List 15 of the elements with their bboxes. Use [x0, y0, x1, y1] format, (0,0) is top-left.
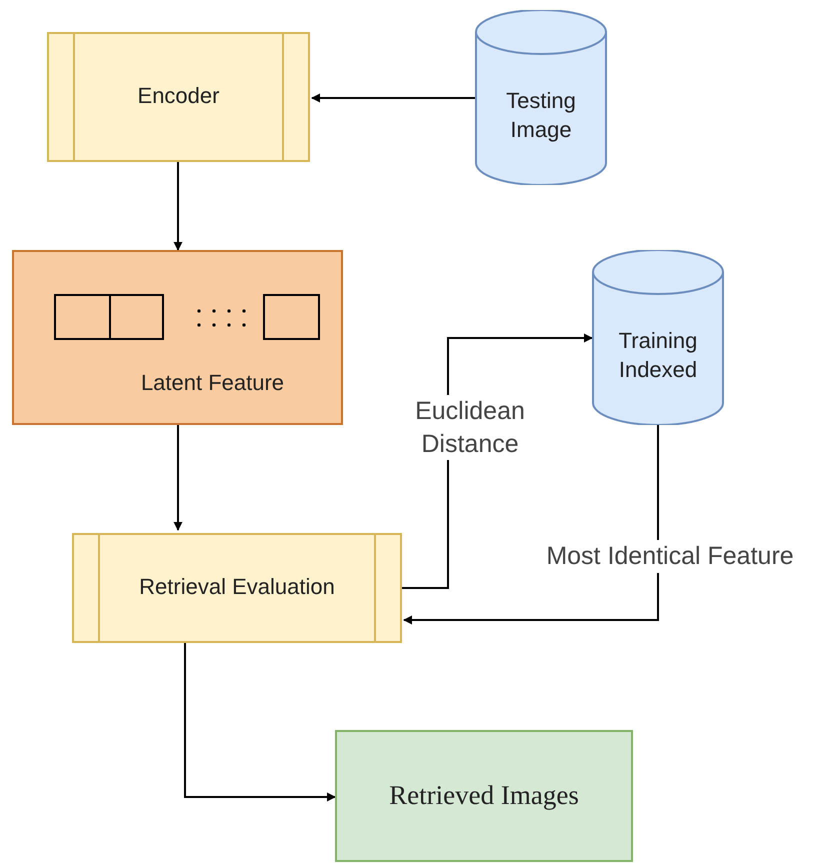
arrow	[174, 425, 182, 531]
database-label: Training Indexed	[618, 326, 698, 384]
process-box	[72, 533, 402, 643]
feature-box	[12, 250, 343, 425]
process-box	[47, 32, 310, 162]
database-label: Testing Image	[505, 86, 577, 144]
box-label: Encoder	[136, 83, 220, 109]
box-label: Latent Feature	[140, 370, 286, 396]
arrow	[174, 162, 182, 251]
output-box	[335, 730, 633, 862]
arrow	[403, 425, 659, 624]
box-label: Retrieved Images	[388, 780, 580, 811]
box-label: Retrieval Evaluation	[138, 574, 336, 600]
arrow	[311, 94, 475, 102]
arrow	[184, 643, 336, 802]
